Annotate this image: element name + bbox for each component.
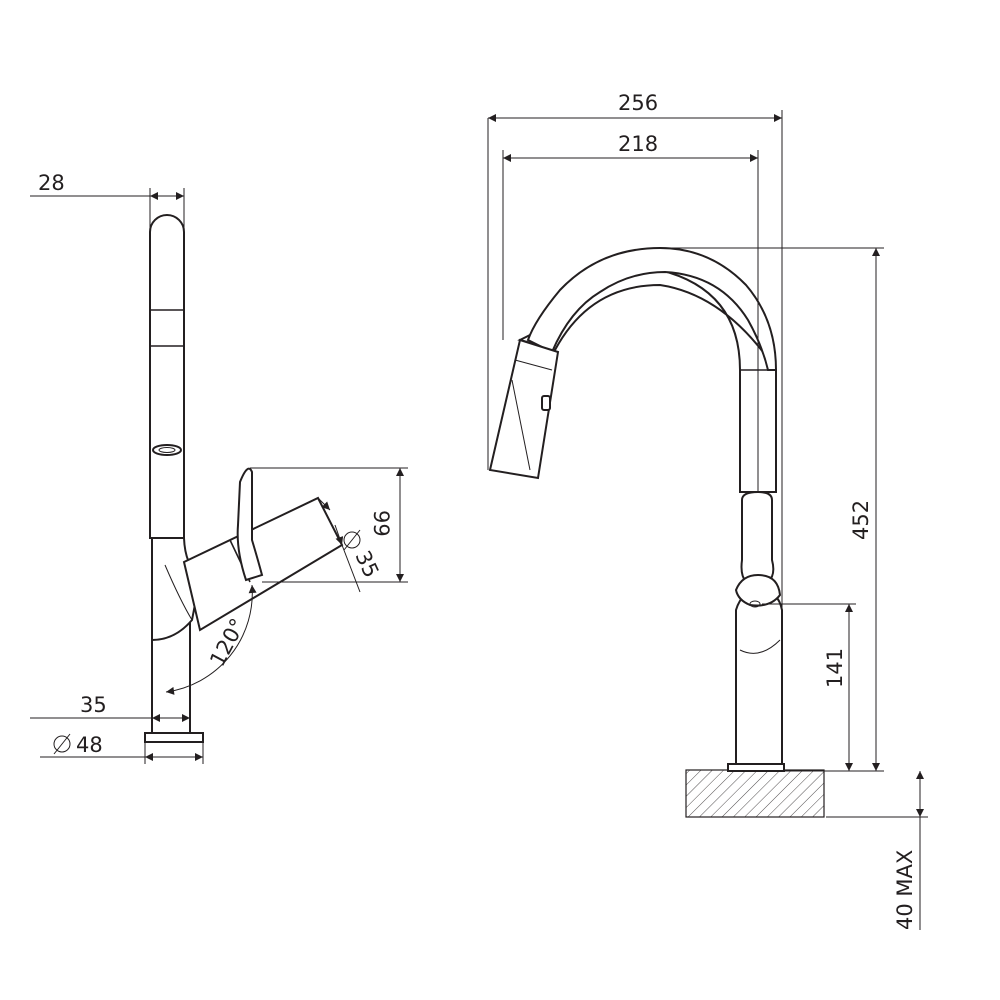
side-view: 28 99 35 120° 35 48	[30, 171, 408, 764]
front-handle	[740, 490, 775, 583]
front-base	[727, 763, 785, 772]
dim-front-lever-height: 141	[823, 648, 847, 688]
dim-front-spout-reach: 218	[618, 132, 658, 156]
side-spray-ring	[152, 444, 182, 456]
side-spout-column	[149, 214, 185, 539]
dim-side-spout-diameter: 35	[350, 547, 383, 581]
front-spray-head	[488, 338, 560, 480]
spray-button	[541, 395, 551, 411]
front-view: 256 218 452 141 40 MAX	[487, 91, 928, 930]
dim-side-body-width: 35	[80, 693, 107, 717]
side-base	[144, 732, 204, 743]
front-body	[735, 588, 783, 765]
dim-front-overall-height: 452	[849, 500, 873, 540]
dim-side-base-diameter: 48	[76, 733, 103, 757]
bench-section	[685, 769, 825, 818]
dim-side-width-top: 28	[38, 171, 65, 195]
diameter-symbol	[343, 531, 361, 549]
side-handle-body	[182, 496, 344, 632]
dim-front-overall-reach: 256	[618, 91, 658, 115]
side-lever	[236, 467, 264, 582]
dim-side-lever-height: 99	[369, 510, 393, 537]
dim-front-bench-thickness: 40 MAX	[893, 850, 917, 930]
